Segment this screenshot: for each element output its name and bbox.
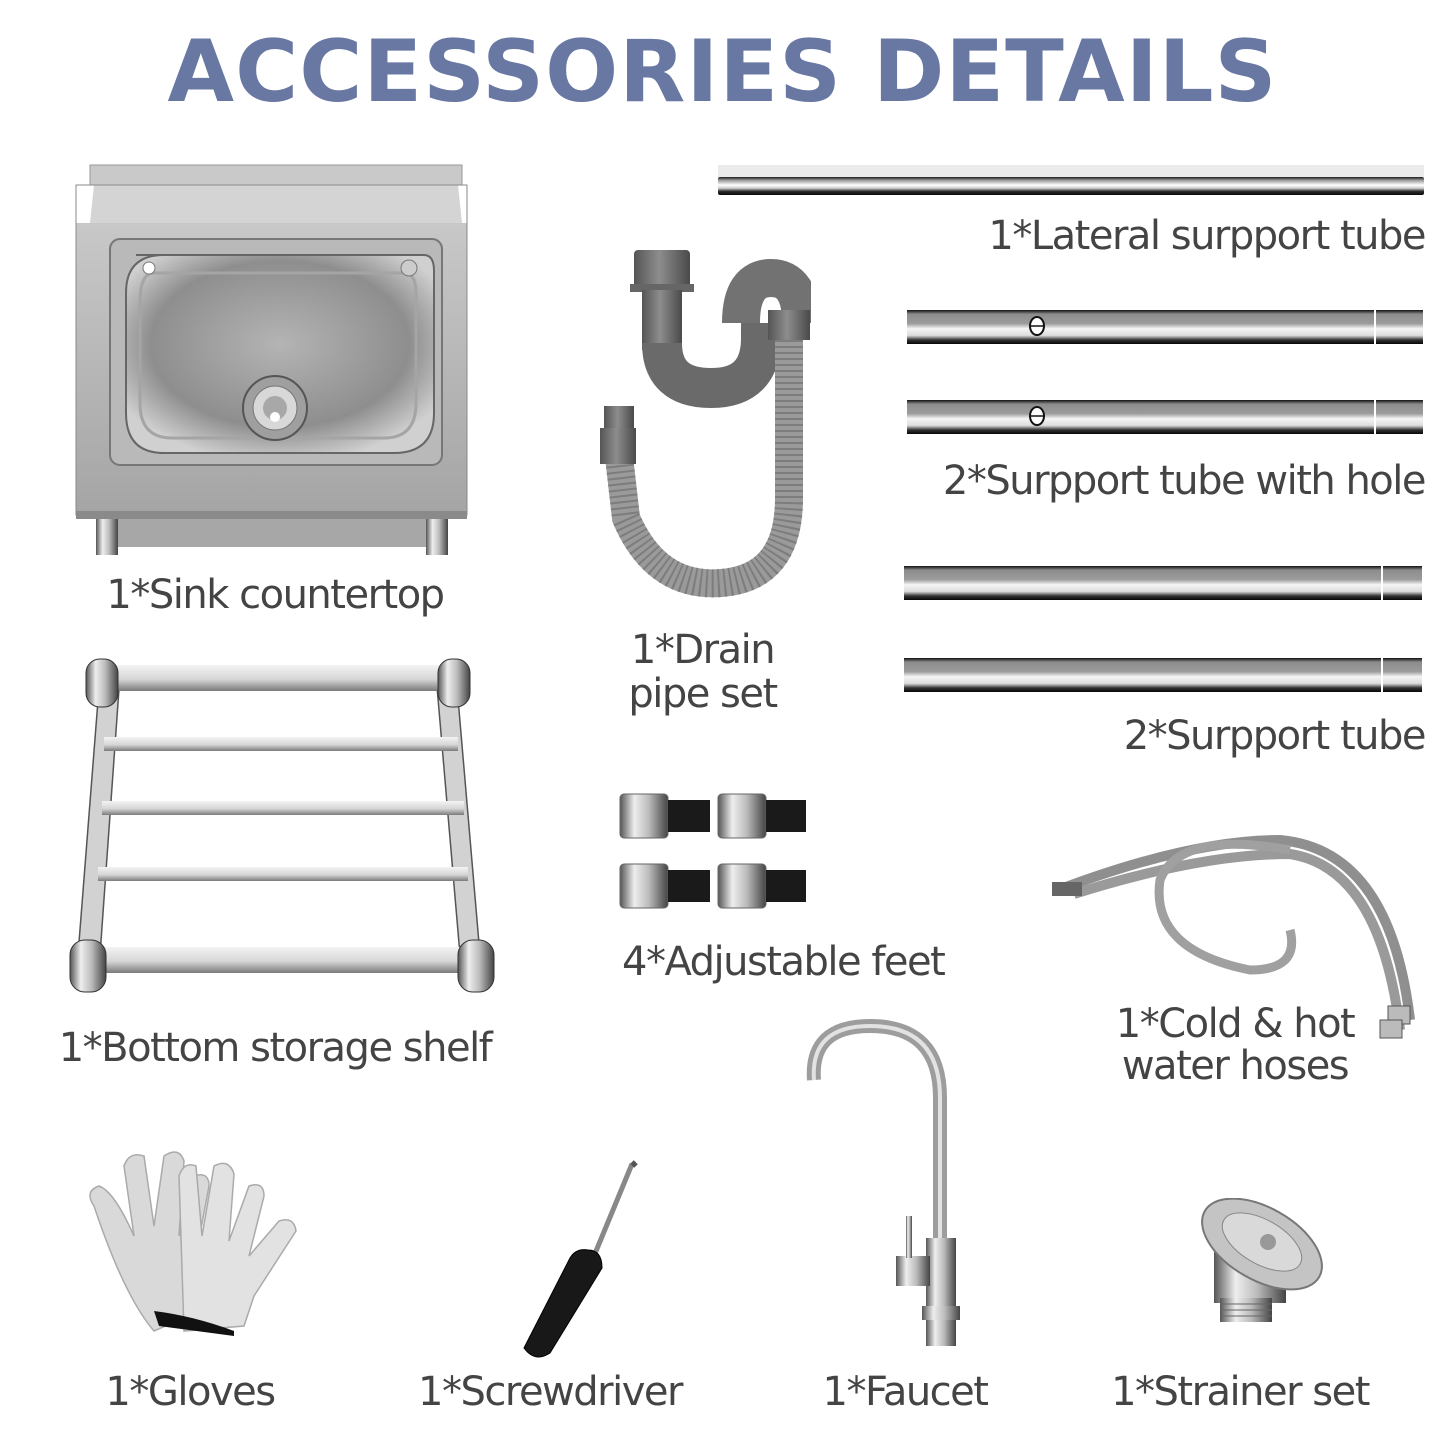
strainer-set-label: 1*Strainer set: [1111, 1369, 1370, 1415]
sink-countertop-label: 1*Sink countertop: [106, 572, 445, 618]
drain-pipe-set-label-line2: pipe set: [628, 671, 778, 717]
page-title: ACCESSORIES DETAILS: [167, 22, 1278, 122]
shelf-icon: [60, 655, 500, 1000]
adjustable-feet-label: 4*Adjustable feet: [622, 939, 946, 985]
faucet-label: 1*Faucet: [822, 1369, 989, 1415]
drain-pipe-set-label-line1: 1*Drain: [630, 627, 776, 673]
strainer-icon: [1190, 1198, 1330, 1328]
water-hoses-label-line2: water hoses: [1121, 1043, 1350, 1089]
adjustable-feet-icon: [618, 792, 813, 912]
tube-with-hole-icon: [905, 308, 1425, 438]
lateral-support-tube-label: 1*Lateral surpport tube: [988, 213, 1426, 259]
faucet-icon: [800, 1018, 980, 1348]
support-tube-icon: [902, 564, 1424, 694]
screwdriver-icon: [510, 1158, 650, 1363]
water-hoses-label-line1: 1*Cold & hot: [1115, 1001, 1356, 1047]
gloves-label: 1*Gloves: [105, 1369, 276, 1415]
bottom-storage-shelf-label: 1*Bottom storage shelf: [58, 1025, 493, 1071]
gloves-icon: [84, 1146, 324, 1336]
lateral-support-tube-icon: [718, 163, 1424, 197]
braided-hose-icon: [1050, 820, 1430, 1040]
sink-icon: [74, 163, 469, 558]
support-tube-label: 2*Surpport tube: [1123, 713, 1427, 759]
support-tube-with-hole-label: 2*Surpport tube with hole: [942, 458, 1427, 504]
screwdriver-label: 1*Screwdriver: [418, 1369, 683, 1415]
drain-pipe-icon: [596, 248, 811, 608]
